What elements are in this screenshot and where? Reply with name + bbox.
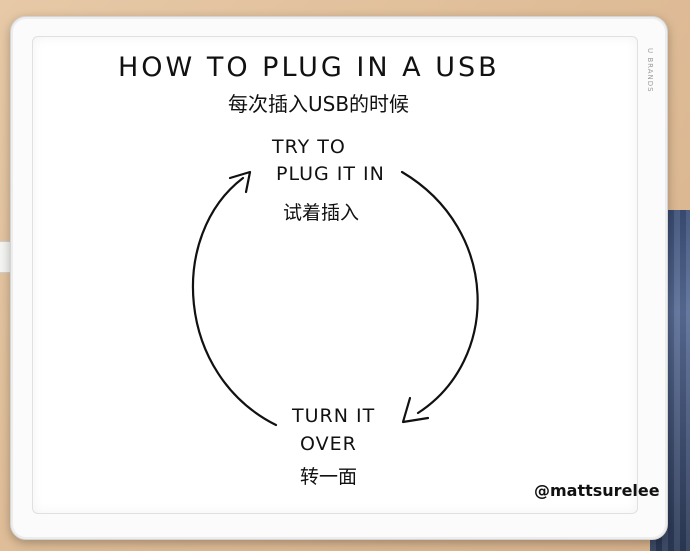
- brand-label: U BRANDS: [646, 48, 654, 93]
- step-turn-line1: TURN IT: [292, 405, 376, 427]
- whiteboard-surface: [32, 36, 638, 514]
- step-try-chinese: 试着插入: [283, 202, 360, 224]
- arrowhead-left: [228, 170, 252, 194]
- step-turn-chinese: 转一面: [300, 466, 358, 488]
- step-turn-line2: OVER: [300, 433, 357, 455]
- title-chinese: 每次插入USB的时候: [228, 92, 410, 116]
- step-try-line2: PLUG IT IN: [276, 163, 385, 185]
- arrow-left-curve: [191, 176, 278, 427]
- arrowhead-right: [401, 396, 430, 424]
- arrow-right-curve: [400, 170, 479, 415]
- title: HOW TO PLUG IN A USB: [118, 52, 500, 83]
- signature: @mattsurelee: [534, 481, 660, 500]
- step-try-line1: TRY TO: [272, 136, 346, 158]
